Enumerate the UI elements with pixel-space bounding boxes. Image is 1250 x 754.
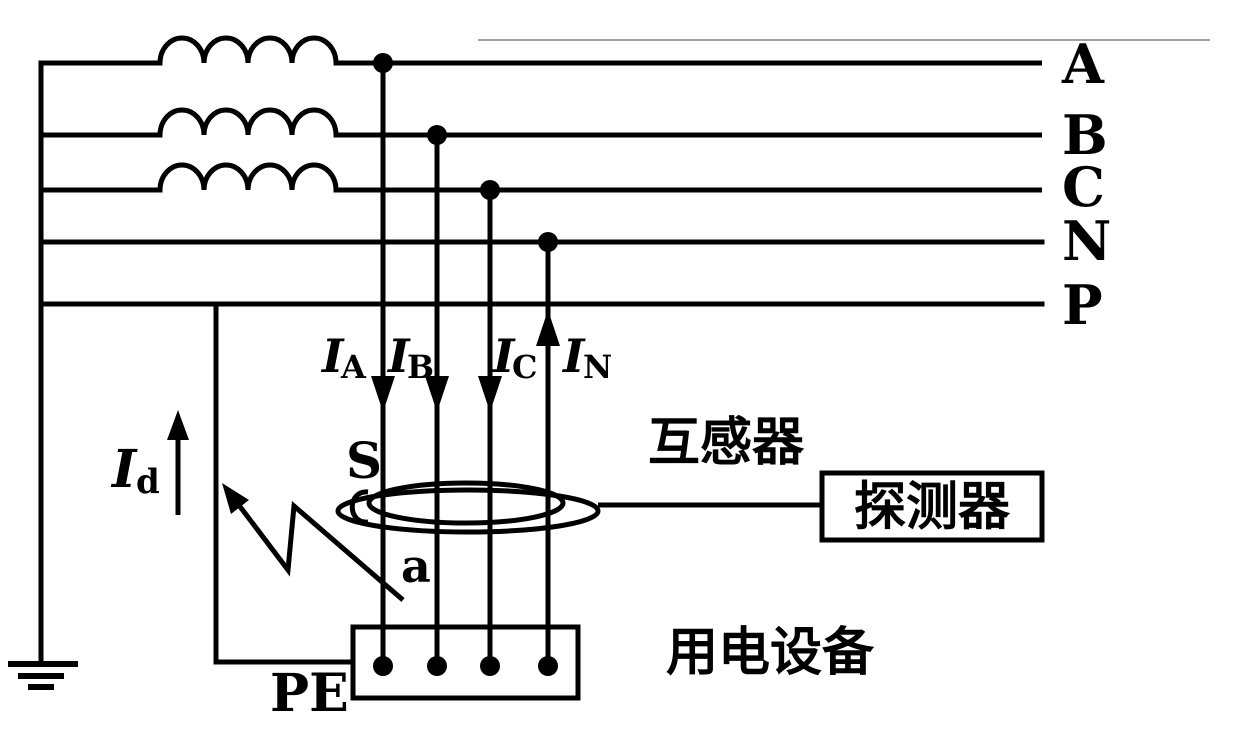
ib-subscript: B	[407, 348, 434, 386]
current-transformer-ring	[335, 480, 601, 535]
load-terminal-dot-n	[538, 656, 558, 676]
in-symbol: I	[561, 329, 586, 383]
ct-outer-ring	[335, 487, 601, 535]
junction-dot-phase-c	[480, 180, 500, 200]
load-terminal-dot-c	[480, 656, 500, 676]
id-arrow-head	[167, 410, 189, 440]
junction-dot-phase-b	[427, 125, 447, 145]
detector-label: 探测器	[854, 477, 1011, 538]
pe-bus-label: P	[1062, 273, 1103, 337]
current-arrow-down-ia	[371, 376, 395, 412]
current-label-ib: I B	[386, 329, 434, 386]
fault-point-a-label: a	[401, 539, 431, 593]
current-label-ic: I C	[491, 329, 537, 386]
fault-lightning-arrow-shaft	[230, 494, 405, 602]
pe-conductor	[213, 304, 353, 665]
load-name-label: 用电设备	[666, 622, 875, 683]
id-subscript: d	[136, 462, 160, 502]
id-symbol: I	[110, 439, 138, 500]
phase-c-label: C	[1062, 155, 1105, 219]
ic-subscript: C	[512, 348, 537, 386]
ib-symbol: I	[386, 329, 411, 383]
ct-name-label: 互感器	[648, 412, 805, 473]
load-terminal-dot-a	[373, 656, 393, 676]
in-subscript: N	[583, 348, 612, 386]
ct-inner-ring	[366, 480, 566, 526]
ia-subscript: A	[340, 348, 367, 386]
phase-c-line-with-coil	[41, 162, 1042, 193]
ic-symbol: I	[491, 329, 516, 383]
fault-lightning-arrow-head	[222, 483, 249, 514]
neutral-label: N	[1062, 209, 1111, 273]
phase-b-line-with-coil	[41, 107, 1042, 138]
detector-box	[819, 470, 1045, 543]
current-arrow-down-ic	[478, 376, 502, 412]
junction-dot-phase-a	[373, 53, 393, 73]
ia-symbol: I	[320, 329, 345, 383]
current-arrow-down-ib	[425, 376, 449, 412]
phase-a-line-with-coil	[41, 35, 1042, 66]
pe-conductor-label: PE	[270, 663, 349, 724]
ct-terminal-s-label: S	[346, 431, 382, 490]
current-label-id: I d	[110, 439, 160, 502]
current-label-in: I N	[561, 329, 612, 386]
load-terminal-dot-b	[427, 656, 447, 676]
phase-a-label: A	[1061, 32, 1105, 96]
ct-winding-hook	[349, 489, 369, 525]
earth-ground-symbol	[8, 661, 78, 690]
current-label-ia: I A	[320, 329, 367, 386]
junction-dot-neutral	[538, 232, 558, 252]
current-arrow-up-in	[536, 310, 560, 346]
phase-b-label: B	[1062, 103, 1108, 167]
